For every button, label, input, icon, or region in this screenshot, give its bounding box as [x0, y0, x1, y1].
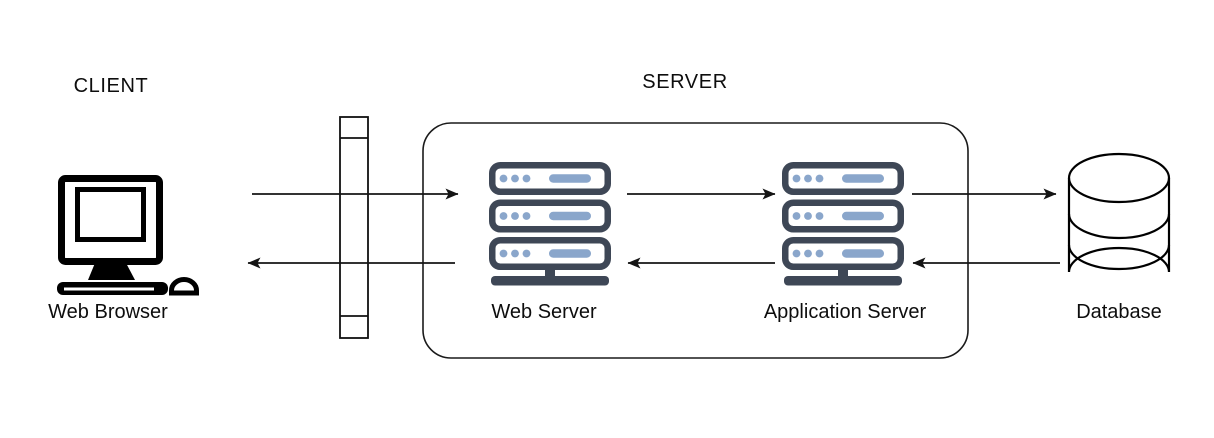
database-cylinder-icon — [1067, 152, 1171, 273]
application-server-label: Application Server — [763, 301, 927, 323]
server-unit — [489, 162, 611, 195]
server-group-title: SERVER — [642, 71, 728, 93]
firewall-bar — [339, 116, 369, 339]
server-boundary-box — [422, 122, 969, 359]
mouse — [169, 277, 199, 296]
web-server-label: Web Server — [491, 301, 597, 323]
server-stack-icon — [489, 162, 611, 286]
server-stack-icon — [782, 162, 904, 286]
server-unit — [782, 237, 904, 270]
database-label: Database — [1076, 301, 1162, 323]
server-unit — [489, 199, 611, 233]
server-unit — [782, 162, 904, 195]
monitor-stand — [88, 263, 135, 280]
server-unit — [489, 237, 611, 270]
desktop-computer-icon — [57, 175, 199, 296]
web-browser-label: Web Browser — [48, 301, 168, 323]
client-group-title: CLIENT — [73, 75, 149, 97]
server-unit — [782, 199, 904, 233]
